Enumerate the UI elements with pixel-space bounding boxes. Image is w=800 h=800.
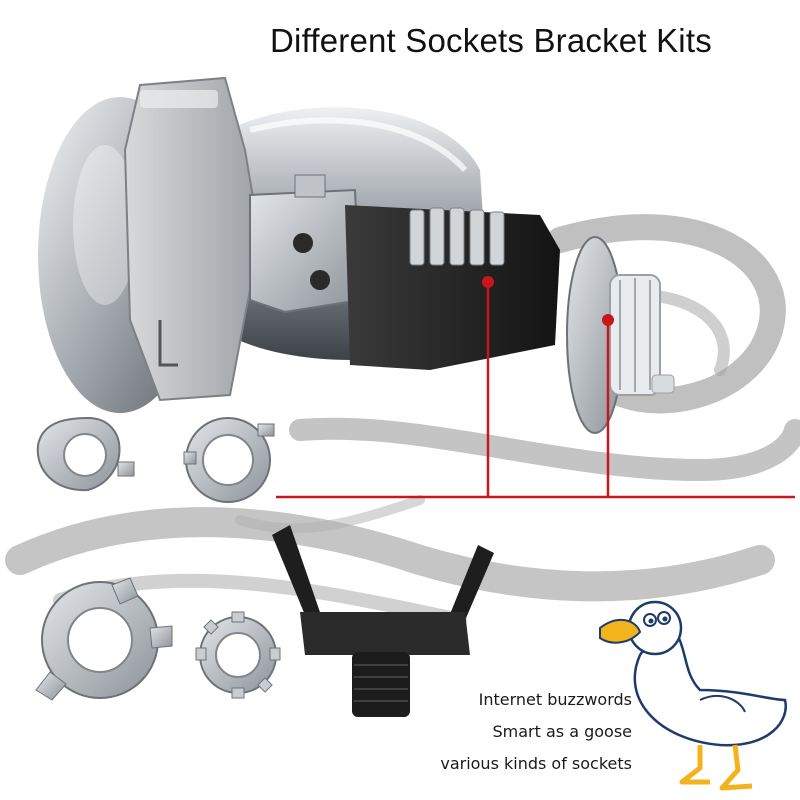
measurement-markers (276, 276, 795, 499)
ink-brush-background (5, 214, 800, 627)
screw (310, 270, 330, 290)
caption-line: various kinds of sockets (440, 754, 632, 773)
projector-lens-headlight (38, 76, 675, 434)
socket-ring (36, 416, 135, 492)
caption-line: Smart as a goose (492, 722, 632, 741)
marker-dot (482, 276, 494, 288)
heat-sink-fins (409, 207, 505, 266)
toothed-socket-ring (195, 611, 281, 699)
grey-shroud-housing (123, 76, 262, 402)
caption-line: Internet buzzwords (478, 690, 632, 709)
caption-block: Internet buzzwords Smart as a goose vari… (420, 684, 632, 780)
large-tab-ring (35, 577, 173, 701)
marker-dot (602, 314, 614, 326)
goose-mascot (599, 600, 787, 791)
y-bracket (272, 525, 494, 717)
page-title: Different Sockets Bracket Kits (270, 22, 712, 59)
socket-ring-tabbed (183, 417, 275, 503)
screw (293, 233, 313, 253)
black-socket-block (345, 205, 560, 370)
